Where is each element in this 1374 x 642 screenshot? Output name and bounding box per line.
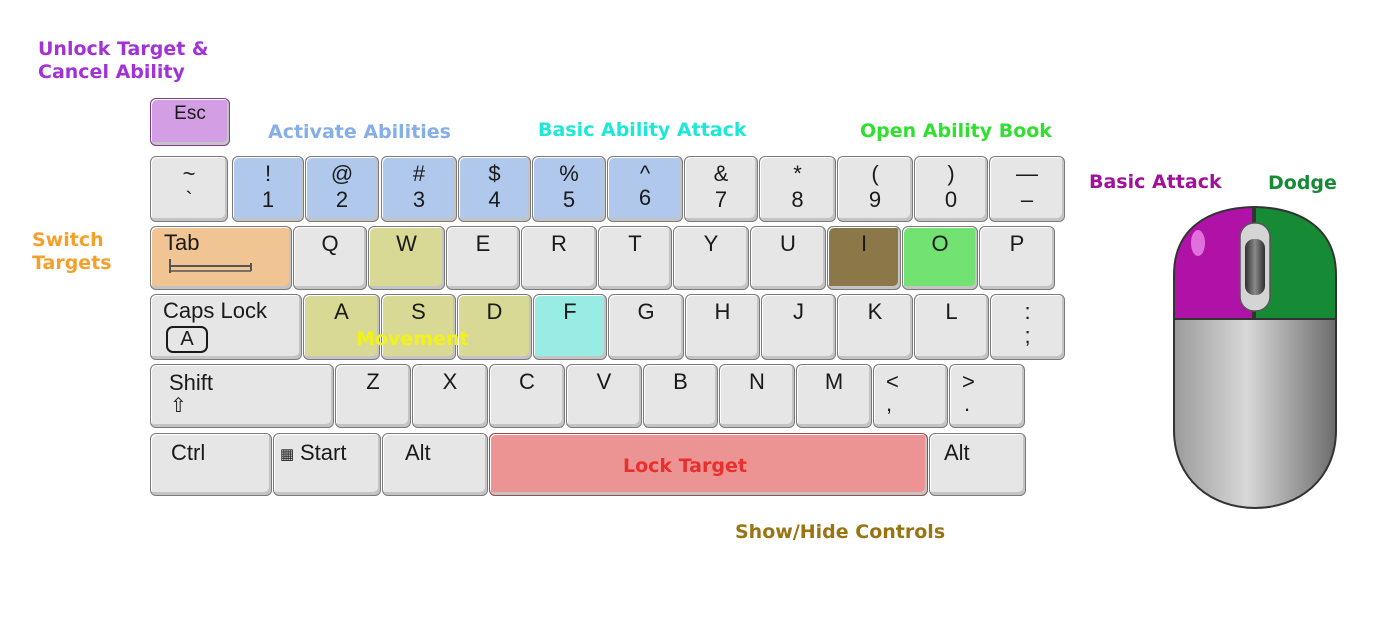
right-mouse-button [1254,205,1337,320]
tab-key: Tab [150,226,292,290]
key-n: N [719,364,795,428]
basic-attack-label: Basic Attack [1089,171,1222,193]
key-f: F [533,294,607,360]
key-x: X [412,364,488,428]
key-7: &7 [684,156,758,222]
key-r: R [521,226,597,290]
key-c: C [489,364,565,428]
shift-key: Shift ⇧ [150,364,334,428]
key-0: )0 [914,156,988,222]
key-i: I [827,226,901,290]
ctrl-key: Ctrl [150,433,272,496]
esc-action-label: Unlock Target & Cancel Ability [38,38,209,83]
key-1: !1 [232,156,304,222]
key-comma: <, [873,364,948,428]
key-2: @2 [305,156,379,222]
key-g: G [608,294,684,360]
dodge-label: Dodge [1268,172,1337,194]
alt-left-key: Alt [382,433,488,496]
key-5: %5 [532,156,606,222]
key-d: D [457,294,532,360]
scroll-wheel [1245,239,1265,295]
key-4: $4 [458,156,531,222]
mouse-body [1173,314,1337,510]
key-e: E [446,226,520,290]
key-8: *8 [759,156,836,222]
key-o: O [902,226,978,290]
spacebar-key [489,433,928,496]
key-h: H [685,294,760,360]
key-m: M [796,364,872,428]
basic-ability-attack-label: Basic Ability Attack [538,119,747,141]
key-period: >. [949,364,1025,428]
key-3: #3 [381,156,457,222]
esc-key: Esc [150,98,230,146]
left-button-highlight [1191,230,1205,256]
key-p: P [979,226,1055,290]
key-9: (9 [837,156,913,222]
key-v: V [566,364,642,428]
key-a: A [303,294,380,360]
switch-targets-label: Switch Targets [32,229,112,274]
key-q: Q [293,226,367,290]
movement-label: Movement [356,328,469,350]
activate-abilities-label: Activate Abilities [268,121,451,143]
key-minus: —– [989,156,1065,222]
key-semicolon: :; [990,294,1065,360]
alt-right-key: Alt [929,433,1026,496]
windows-logo-icon: ▦ [280,446,295,463]
key-k: K [837,294,913,360]
mouse-icon [1173,205,1337,510]
open-ability-book-label: Open Ability Book [860,120,1052,142]
show-hide-controls-label: Show/Hide Controls [735,521,946,543]
key-z: Z [335,364,411,428]
key-tilde: ~` [150,156,228,222]
tab-arrow-icon [169,259,252,273]
caps-lock-glyph: A [166,326,208,353]
key-l: L [914,294,989,360]
lock-target-label: Lock Target [623,455,747,477]
key-6: ^6 [607,156,683,222]
key-y: Y [673,226,749,290]
key-w: W [368,226,445,290]
key-j: J [761,294,836,360]
key-t: T [598,226,672,290]
start-key: ▦ Start [273,433,381,496]
key-u: U [750,226,826,290]
key-s: S [381,294,456,360]
shift-arrow-icon: ⇧ [170,395,187,417]
caps-lock-key: Caps Lock A [150,294,302,360]
key-b: B [643,364,718,428]
